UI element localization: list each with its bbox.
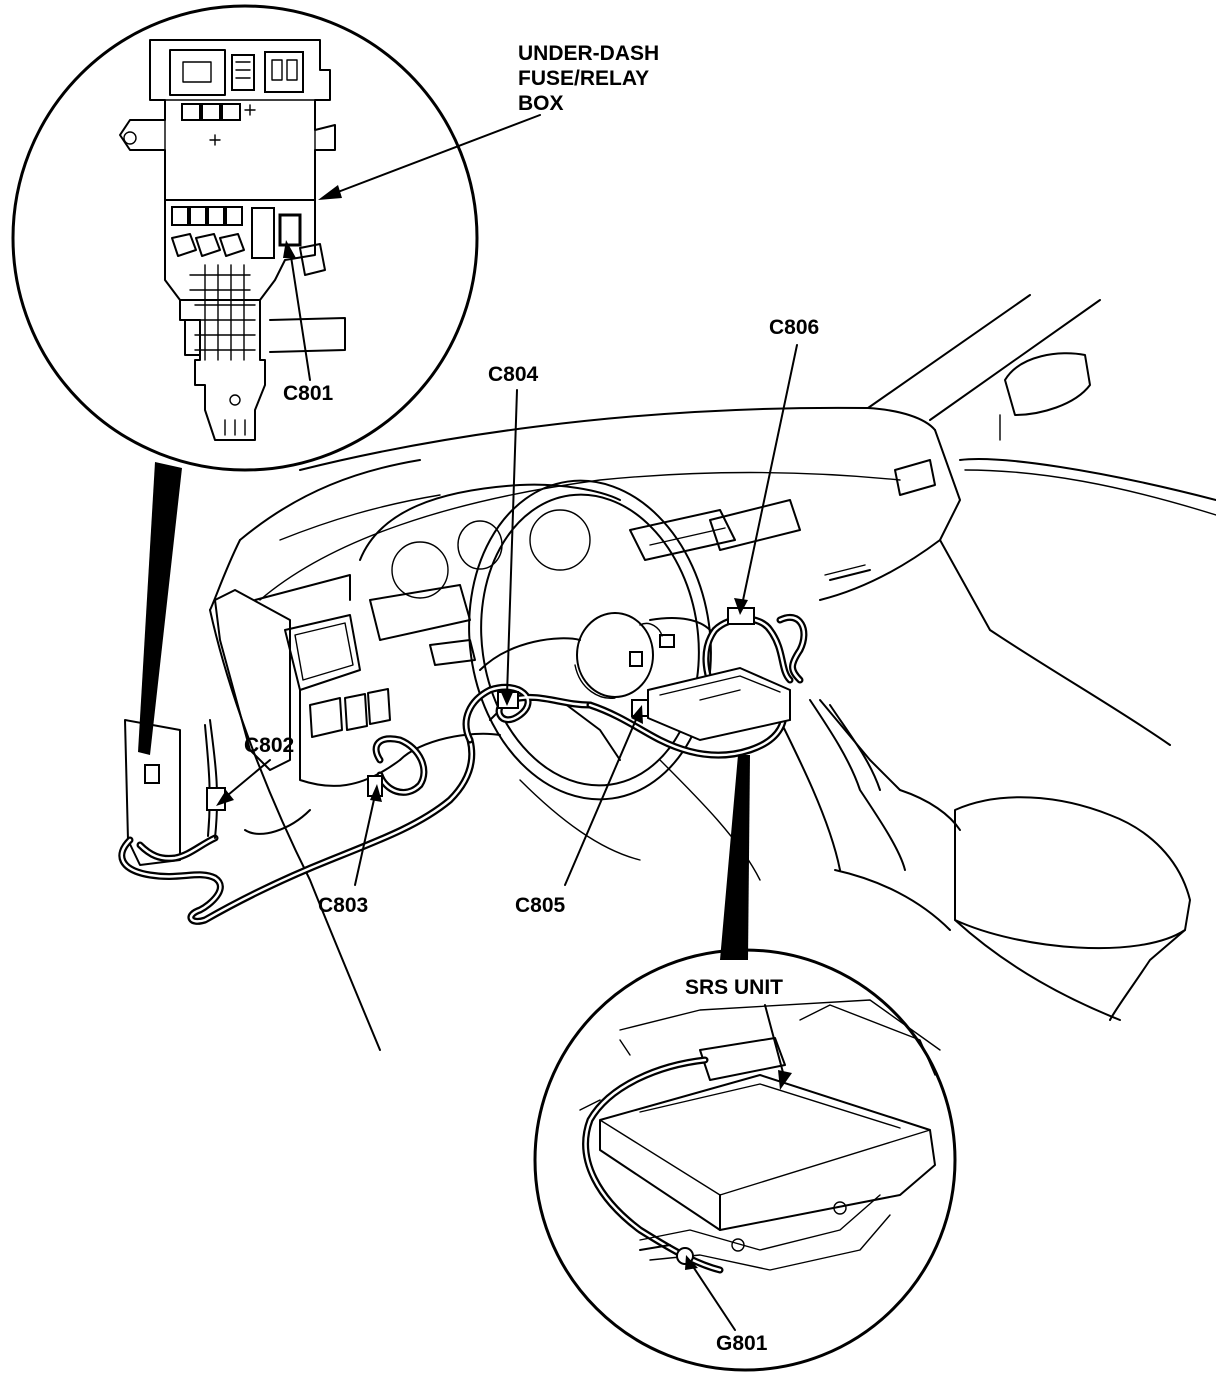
dashboard-drawing [124, 294, 1216, 1051]
fuse-box-inset [11, 4, 541, 755]
fuse-box-label-line3: BOX [518, 92, 564, 115]
srs-unit-body [647, 666, 791, 742]
connector-leaders [216, 344, 798, 886]
srs-unit-label: SRS UNIT [685, 976, 783, 999]
door-connector-body [144, 764, 160, 784]
c801-label: C801 [283, 382, 334, 405]
steering-wheel [429, 479, 712, 801]
fuse-box-label-line1: UNDER-DASH [518, 42, 659, 65]
fuse-box-label-line2: FUSE/RELAY [518, 67, 649, 90]
c806-label: C806 [769, 316, 819, 339]
harness-connectors [144, 607, 791, 811]
g801-label: G801 [716, 1332, 768, 1355]
c804-label: C804 [488, 363, 539, 386]
c802-label: C802 [244, 734, 294, 757]
diagram-labels: UNDER-DASH FUSE/RELAY BOX C801 C802 C803… [244, 42, 819, 1355]
srs-harness [118, 613, 808, 925]
srs-unit-inset [533, 755, 957, 1372]
c805-label: C805 [515, 894, 566, 917]
c803-label: C803 [318, 894, 368, 917]
